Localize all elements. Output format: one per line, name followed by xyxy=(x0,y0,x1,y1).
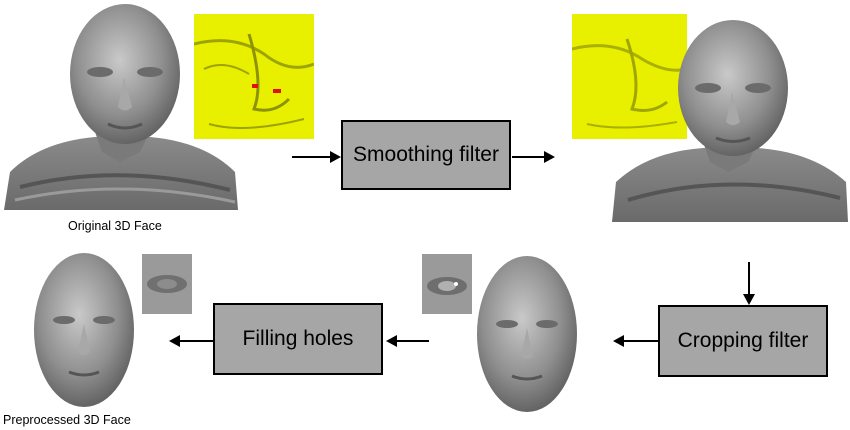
eye-filled-closeup-image xyxy=(142,254,192,314)
filling-holes-box: Filling holes xyxy=(213,303,383,375)
smoothed-3d-face-image xyxy=(612,20,848,222)
original-face-caption: Original 3D Face xyxy=(68,219,162,233)
eye-hole-closeup-image xyxy=(422,254,472,314)
smoothing-filter-box: Smoothing filter xyxy=(341,120,511,190)
arrow-from-filling xyxy=(169,335,214,347)
arrow-from-smoothing xyxy=(512,151,555,163)
cropped-3d-face-image xyxy=(477,256,577,412)
arrow-from-cropping xyxy=(613,335,658,347)
noisy-closeup-image xyxy=(194,14,314,139)
preprocessed-3d-face-image xyxy=(34,253,134,407)
arrow-down-to-cropping xyxy=(743,262,755,305)
cropping-filter-box: Cropping filter xyxy=(658,305,828,377)
preprocessed-face-caption: Preprocessed 3D Face xyxy=(3,413,131,427)
cropping-filter-label: Cropping filter xyxy=(677,329,809,352)
filling-holes-label: Filling holes xyxy=(242,327,354,350)
smoothed-closeup-image xyxy=(572,14,687,139)
arrow-to-filling xyxy=(386,335,429,347)
original-3d-face-image xyxy=(4,4,238,210)
smoothing-filter-label: Smoothing filter xyxy=(353,143,499,166)
arrow-to-smoothing xyxy=(292,151,341,163)
